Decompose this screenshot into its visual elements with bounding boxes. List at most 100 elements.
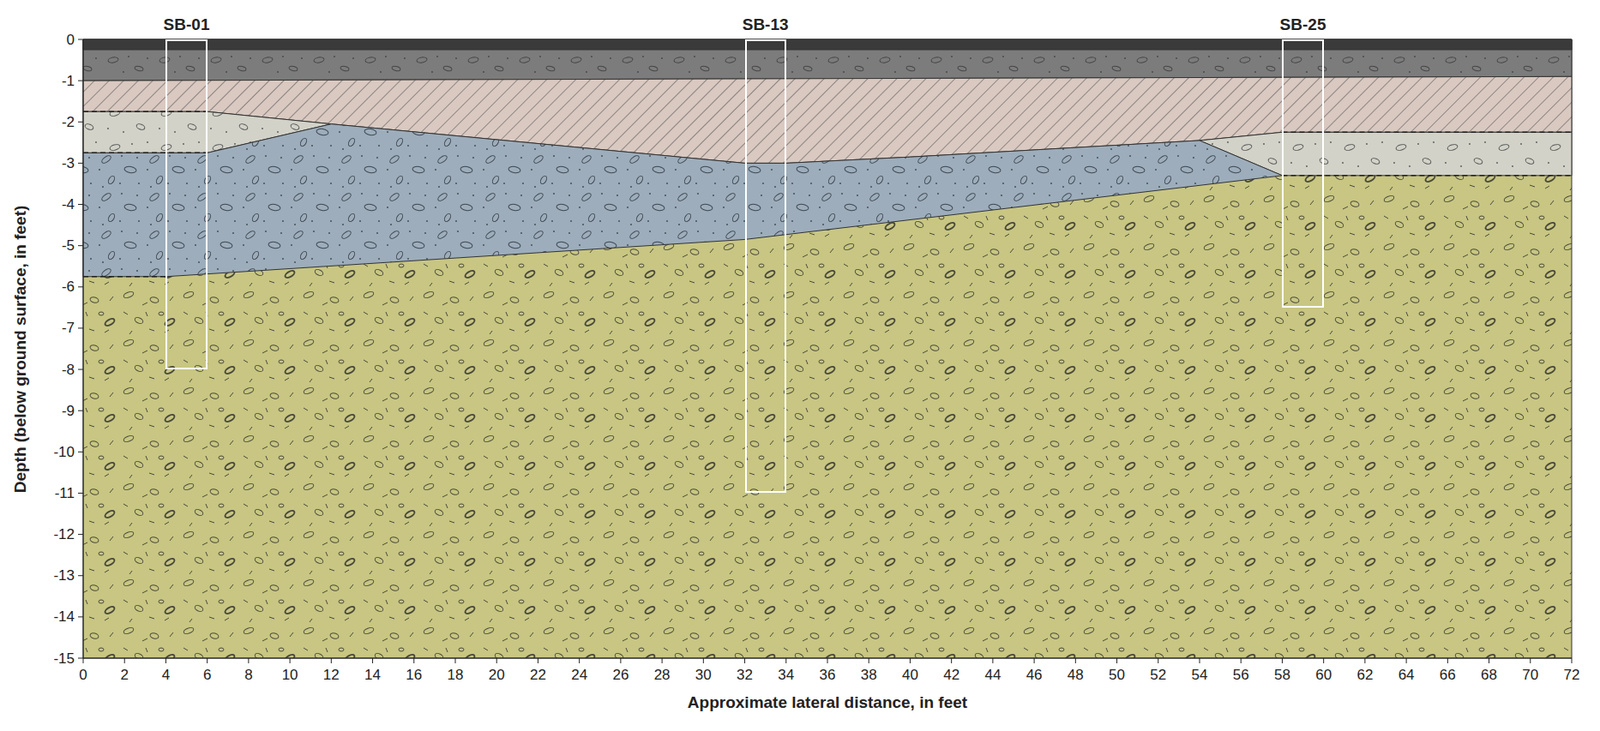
tick-mark bbox=[496, 658, 498, 664]
y-tick-label: 0 bbox=[66, 32, 75, 48]
tick-mark bbox=[78, 80, 84, 82]
x-tick-label: 6 bbox=[203, 667, 211, 683]
tick-mark bbox=[537, 658, 539, 664]
tick-mark bbox=[1447, 658, 1449, 664]
tick-mark bbox=[83, 658, 85, 664]
tick-mark bbox=[827, 658, 829, 664]
x-tick-label: 34 bbox=[777, 667, 794, 683]
y-tick-label: -11 bbox=[54, 486, 75, 501]
x-tick-label: 68 bbox=[1480, 667, 1498, 683]
tick-mark bbox=[206, 658, 208, 664]
x-tick-label: 24 bbox=[571, 667, 588, 683]
x-tick-label: 28 bbox=[654, 667, 671, 683]
x-tick-label: 4 bbox=[162, 667, 170, 683]
x-tick-label: 14 bbox=[364, 667, 381, 683]
x-tick-label: 60 bbox=[1315, 667, 1332, 683]
tick-mark bbox=[578, 658, 580, 664]
x-tick-label: 42 bbox=[943, 667, 960, 683]
tick-mark bbox=[165, 658, 167, 664]
x-tick-label: 58 bbox=[1274, 667, 1291, 683]
x-tick-label: 52 bbox=[1149, 667, 1167, 683]
y-tick-label: -3 bbox=[61, 156, 75, 171]
tick-mark bbox=[1488, 658, 1490, 664]
tick-mark bbox=[124, 658, 126, 664]
tick-mark bbox=[78, 451, 84, 453]
tick-mark bbox=[78, 121, 84, 123]
y-axis-title: Depth (below ground surface, in feet) bbox=[12, 204, 30, 494]
y-tick-label: -14 bbox=[53, 609, 75, 625]
borehole: SB-25 bbox=[1281, 39, 1324, 308]
x-tick-label: 38 bbox=[860, 667, 878, 683]
borehole-label: SB-01 bbox=[163, 15, 211, 35]
borehole-label: SB-25 bbox=[1280, 15, 1327, 35]
tick-mark bbox=[455, 658, 457, 664]
tick-mark bbox=[744, 658, 746, 664]
tick-mark bbox=[1364, 658, 1366, 664]
y-tick-label: -6 bbox=[61, 279, 75, 295]
tick-mark bbox=[950, 658, 952, 664]
x-tick-label: 12 bbox=[323, 667, 340, 683]
tick-mark bbox=[78, 39, 84, 41]
tick-mark bbox=[1281, 658, 1283, 664]
tick-mark bbox=[1529, 658, 1531, 664]
x-tick-label: 48 bbox=[1067, 667, 1084, 683]
contact-line bbox=[83, 152, 208, 155]
tick-mark bbox=[78, 369, 84, 371]
x-tick-label: 0 bbox=[78, 667, 87, 683]
tick-mark bbox=[1034, 658, 1035, 664]
y-axis bbox=[83, 39, 85, 659]
x-tick-label: 30 bbox=[695, 667, 712, 683]
y-tick-label: -7 bbox=[61, 320, 75, 336]
tick-mark bbox=[413, 658, 415, 664]
y-tick-label: -8 bbox=[61, 362, 75, 378]
tick-mark bbox=[78, 658, 84, 660]
x-tick-label: 56 bbox=[1233, 667, 1250, 683]
contact-line bbox=[1281, 132, 1572, 134]
tick-mark bbox=[247, 658, 249, 664]
x-tick-label: 20 bbox=[488, 667, 506, 683]
x-tick-label: 64 bbox=[1398, 667, 1415, 683]
tick-mark bbox=[372, 658, 373, 664]
tick-mark bbox=[289, 658, 291, 664]
x-tick-label: 50 bbox=[1108, 667, 1125, 683]
silt-clay-layer bbox=[83, 39, 1572, 659]
contact-line bbox=[83, 110, 208, 113]
tick-mark bbox=[868, 658, 870, 664]
tick-mark bbox=[703, 658, 704, 664]
tick-mark bbox=[1116, 658, 1118, 664]
y-tick-label: -4 bbox=[61, 197, 75, 212]
tick-mark bbox=[1199, 658, 1201, 664]
gravel-sand-layer bbox=[83, 124, 1282, 277]
tick-mark bbox=[78, 162, 84, 164]
x-tick-label: 46 bbox=[1026, 667, 1043, 683]
tick-mark bbox=[78, 410, 84, 412]
x-tick-label: 54 bbox=[1191, 667, 1209, 683]
x-tick-label: 44 bbox=[984, 667, 1001, 683]
x-tick-label: 18 bbox=[447, 667, 464, 683]
borehole: SB-01 bbox=[165, 39, 207, 370]
tick-mark bbox=[1406, 658, 1408, 664]
tick-mark bbox=[785, 658, 787, 664]
tick-mark bbox=[78, 616, 84, 618]
gravel-fill-layer bbox=[83, 39, 1572, 81]
x-tick-label: 32 bbox=[736, 667, 753, 683]
contact-line bbox=[1281, 174, 1572, 177]
y-tick-label: -15 bbox=[53, 651, 75, 667]
borehole: SB-13 bbox=[745, 39, 787, 494]
borehole-label: SB-13 bbox=[742, 15, 789, 35]
x-tick-label: 2 bbox=[120, 667, 128, 683]
y-tick-label: -10 bbox=[53, 445, 75, 460]
tick-mark bbox=[1323, 658, 1324, 664]
tick-mark bbox=[78, 575, 84, 577]
x-tick-label: 70 bbox=[1521, 667, 1539, 683]
x-tick-label: 62 bbox=[1356, 667, 1373, 683]
x-tick-label: 66 bbox=[1439, 667, 1456, 683]
tick-mark bbox=[78, 245, 84, 247]
x-axis-title: Approximate lateral distance, in feet bbox=[687, 694, 968, 711]
contact-line bbox=[83, 276, 166, 278]
tick-mark bbox=[619, 658, 621, 664]
tick-mark bbox=[78, 286, 84, 288]
y-tick-label: -12 bbox=[53, 527, 75, 542]
tick-mark bbox=[78, 204, 84, 205]
